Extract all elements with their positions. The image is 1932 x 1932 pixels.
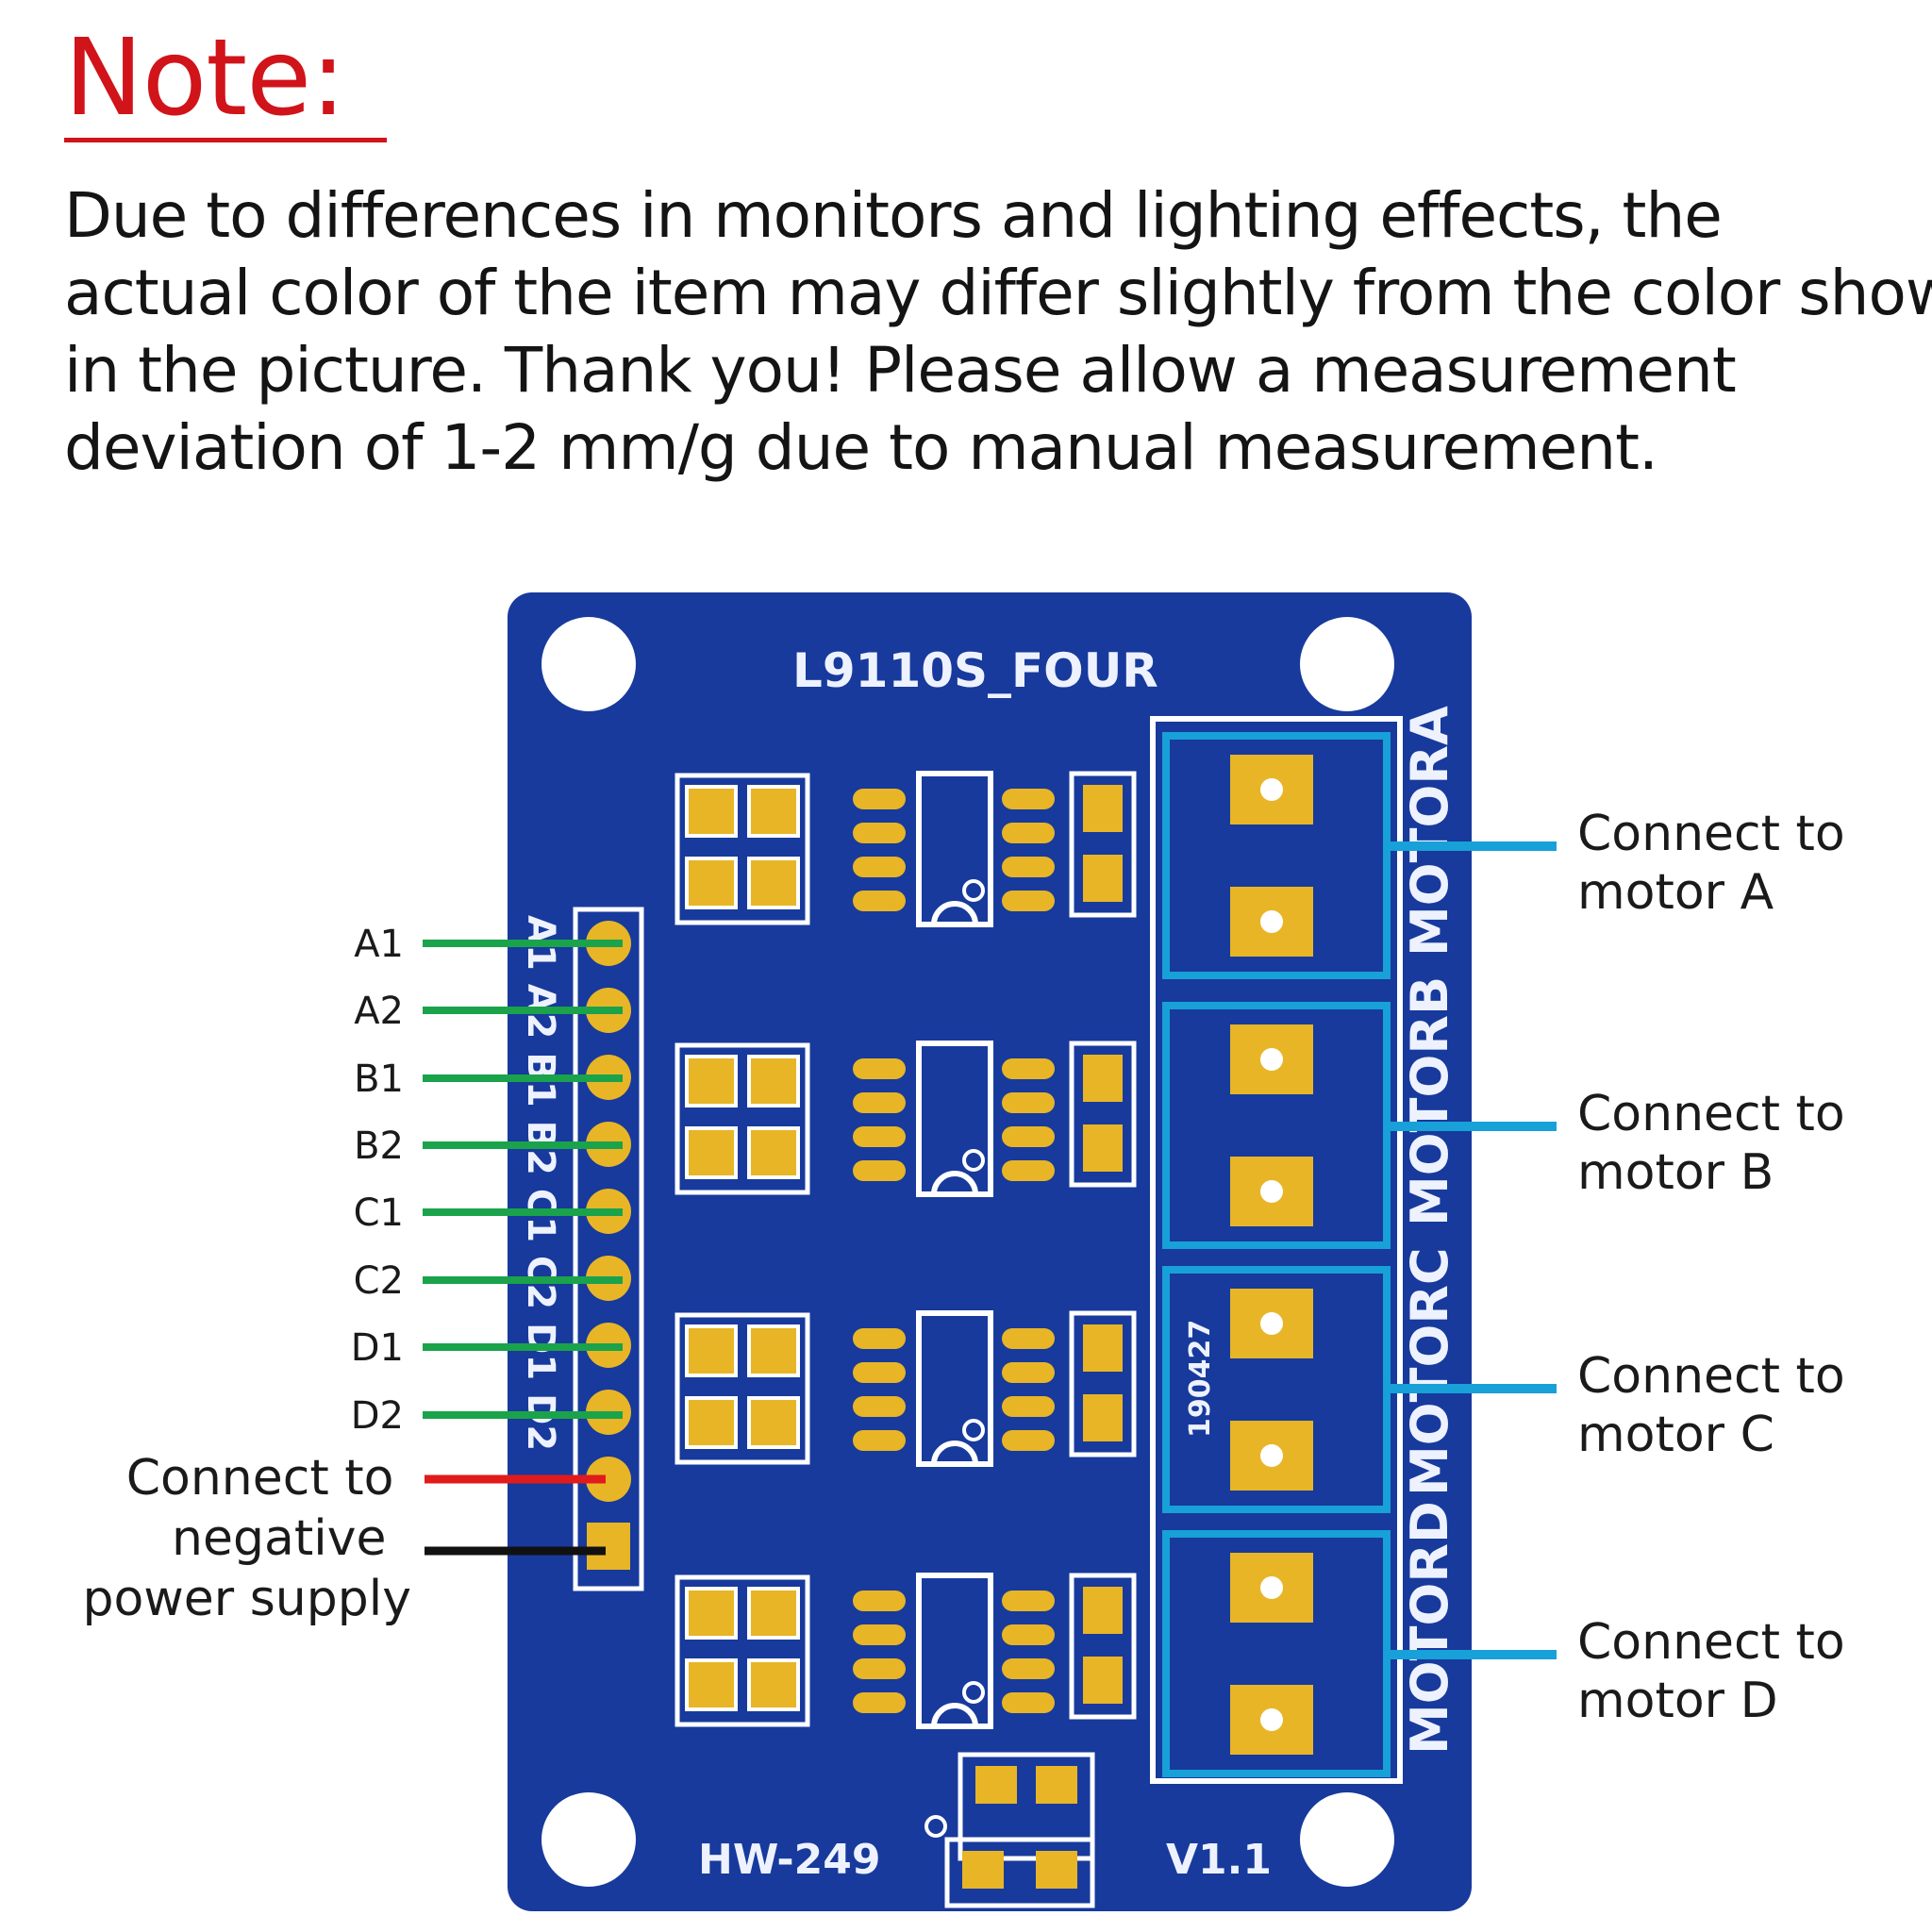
driver-chip-groups (675, 771, 1137, 1729)
pin-header: A1 A2 B1 B2 C1 C2 D1 D2 (519, 907, 644, 1591)
note-line-3: in the picture. Thank you! Please allow … (64, 334, 1737, 407)
power-label: Connect to negative power supply (82, 1450, 411, 1627)
note-body: Due to differences in monitors and light… (64, 177, 1932, 487)
mounting-hole (1300, 617, 1394, 711)
header-pad (586, 1457, 631, 1502)
motor-terminal-1 (1162, 732, 1391, 979)
note-line-4: deviation of 1-2 mm/g due to manual meas… (64, 411, 1658, 484)
square-pad (587, 1523, 630, 1570)
pin-label: B1 (354, 1058, 404, 1101)
motor-terminals (1162, 732, 1391, 1777)
header-silk-labels: A1 A2 B1 B2 C1 C2 D1 D2 (519, 915, 562, 1451)
pin-label: B2 (354, 1124, 404, 1168)
mounting-hole (1300, 1792, 1394, 1887)
chip-group-4 (675, 1573, 1137, 1729)
pin-label: D2 (351, 1394, 404, 1438)
pin-label: A1 (354, 923, 404, 966)
note-line-2: actual color of the item may differ slig… (64, 257, 1932, 329)
note-line-1: Due to differences in monitors and light… (64, 179, 1723, 252)
board-version: V1.1 (1166, 1836, 1272, 1884)
board-title: L9110S_FOUR (792, 643, 1158, 698)
motor-silk-label: MOTORC (1400, 1247, 1459, 1496)
motor-silk-label: MOTORD (1400, 1501, 1459, 1755)
board-model: HW-249 (698, 1836, 881, 1884)
pin-label: D1 (351, 1326, 404, 1370)
pin-label: A2 (354, 990, 404, 1033)
pin-label: C1 (354, 1191, 404, 1235)
terminal-block-frame (1150, 716, 1403, 1784)
bottom-capacitor-pads (924, 1752, 1095, 1908)
pin-wires (423, 940, 623, 1419)
power-label-line-2: negative (172, 1510, 386, 1567)
note-title: Note: (64, 17, 346, 140)
power-label-line-3: power supply (82, 1571, 411, 1627)
motor-wires (1387, 841, 1557, 1659)
motor-silk-label: MOTORA (1400, 706, 1459, 957)
chip-group-3 (675, 1310, 1137, 1467)
power-label-line-1: Connect to (126, 1450, 394, 1507)
mounting-hole (541, 617, 636, 711)
chip-group-1 (675, 771, 1137, 927)
chip-group-2 (675, 1041, 1137, 1197)
motor-terminal-4 (1162, 1530, 1391, 1777)
mounting-hole (541, 1792, 636, 1887)
date-code: 190427 (1184, 1320, 1217, 1438)
motor-silk-label: MOTORB (1400, 976, 1459, 1226)
pin-label: C2 (354, 1259, 404, 1303)
note-underline (64, 138, 387, 142)
